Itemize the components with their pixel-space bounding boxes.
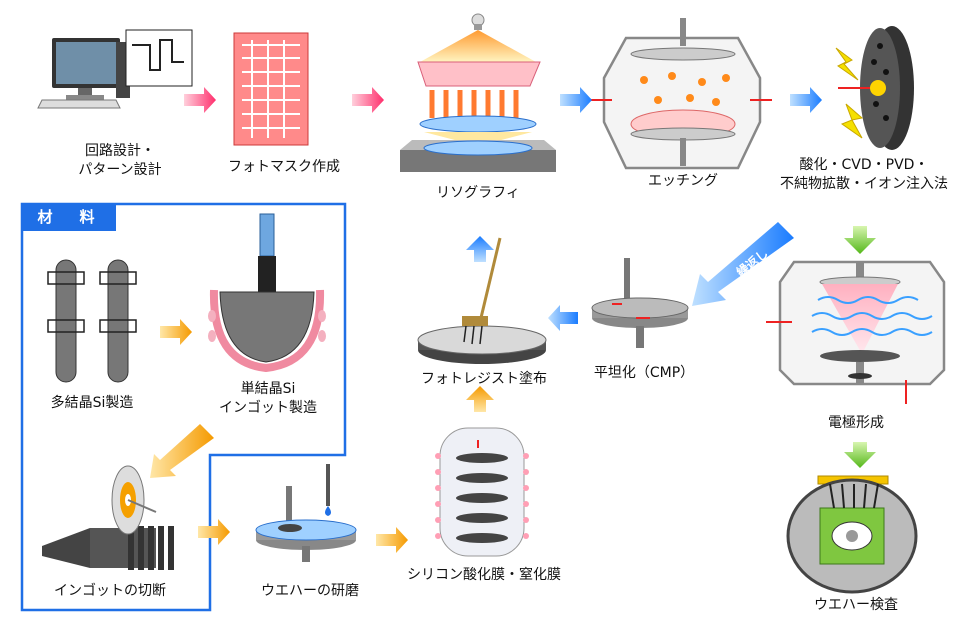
- arrow-3: [560, 87, 592, 113]
- label-oxide-film: シリコン酸化膜・窒化膜: [407, 566, 561, 585]
- label-polysilicon: 多結晶Si製造: [51, 394, 134, 413]
- label-line: 平坦化（CMP）: [593, 365, 695, 381]
- label-line: ウエハー検査: [814, 597, 898, 613]
- label-line: 酸化・CVD・PVD・: [799, 157, 929, 173]
- arrow-green-1: [844, 226, 876, 254]
- label-cmp: 平坦化（CMP）: [594, 364, 694, 383]
- materials-frame: [20, 202, 347, 612]
- polysilicon-icon: [47, 259, 137, 383]
- photomask-icon: [233, 32, 309, 146]
- label-photomask: フォトマスク作成: [228, 158, 340, 177]
- label-line: インゴットの切断: [54, 583, 166, 599]
- loop-arrow: [692, 222, 794, 306]
- computer-icon: [37, 29, 193, 109]
- label-line: エッチング: [648, 173, 718, 189]
- label-lithography: リソグラフィ: [436, 184, 520, 203]
- label-photoresist: フォトレジスト塗布: [421, 370, 547, 389]
- label-line: 不純物拡散・イオン注入法: [780, 176, 948, 192]
- label-etching: エッチング: [648, 172, 718, 191]
- furnace-icon: [435, 427, 529, 557]
- label-line: 単結晶Si: [240, 381, 296, 397]
- wafer-inspection-icon: [786, 475, 918, 594]
- label-line: インゴット製造: [219, 400, 317, 416]
- arrow-blue-up: [466, 236, 494, 262]
- cmp-icon: [591, 258, 689, 348]
- label-ion-implant: 酸化・CVD・PVD・ 不純物拡散・イオン注入法: [780, 156, 948, 194]
- label-line: ウエハーの研磨: [261, 583, 359, 599]
- arrow-blue-left: [548, 305, 578, 331]
- arrow-orange-diag: [150, 424, 214, 478]
- label-line: 多結晶Si製造: [50, 395, 134, 411]
- label-circuit-design: 回路設計・ パターン設計: [78, 142, 161, 180]
- arrow-orange-3: [376, 527, 408, 553]
- ingot-saw-icon: [42, 465, 174, 570]
- polishing-icon: [255, 464, 357, 562]
- label-line: 電極形成: [828, 415, 884, 431]
- label-line: フォトレジスト塗布: [421, 371, 547, 387]
- label-ingot: 単結晶Si インゴット製造: [219, 380, 317, 418]
- lithography-icon: [400, 13, 556, 172]
- etching-icon: [590, 18, 772, 170]
- materials-badge: 材 料: [22, 204, 116, 231]
- photoresist-icon: [417, 237, 547, 364]
- label-line: フォトマスク作成: [228, 159, 340, 175]
- label-line: パターン設計: [78, 162, 162, 178]
- label-polishing: ウエハーの研磨: [261, 582, 359, 601]
- label-line: リソグラフィ: [436, 185, 520, 201]
- label-line: 回路設計・: [85, 143, 155, 159]
- arrow-4: [790, 87, 822, 113]
- arrow-orange-1: [160, 319, 192, 345]
- arrow-1: [184, 87, 216, 113]
- label-line: シリコン酸化膜・窒化膜: [407, 567, 561, 583]
- arrow-orange-2: [198, 519, 230, 545]
- arrow-green-2: [844, 442, 876, 468]
- ion-implant-icon: [835, 26, 914, 150]
- crucible-icon: [208, 213, 326, 373]
- label-electrode: 電極形成: [828, 414, 884, 433]
- label-ingot-cut: インゴットの切断: [54, 582, 166, 601]
- electrode-icon: [766, 260, 946, 404]
- arrow-orange-up: [466, 386, 494, 412]
- arrow-2: [352, 87, 384, 113]
- label-wafer-inspection: ウエハー検査: [814, 596, 898, 615]
